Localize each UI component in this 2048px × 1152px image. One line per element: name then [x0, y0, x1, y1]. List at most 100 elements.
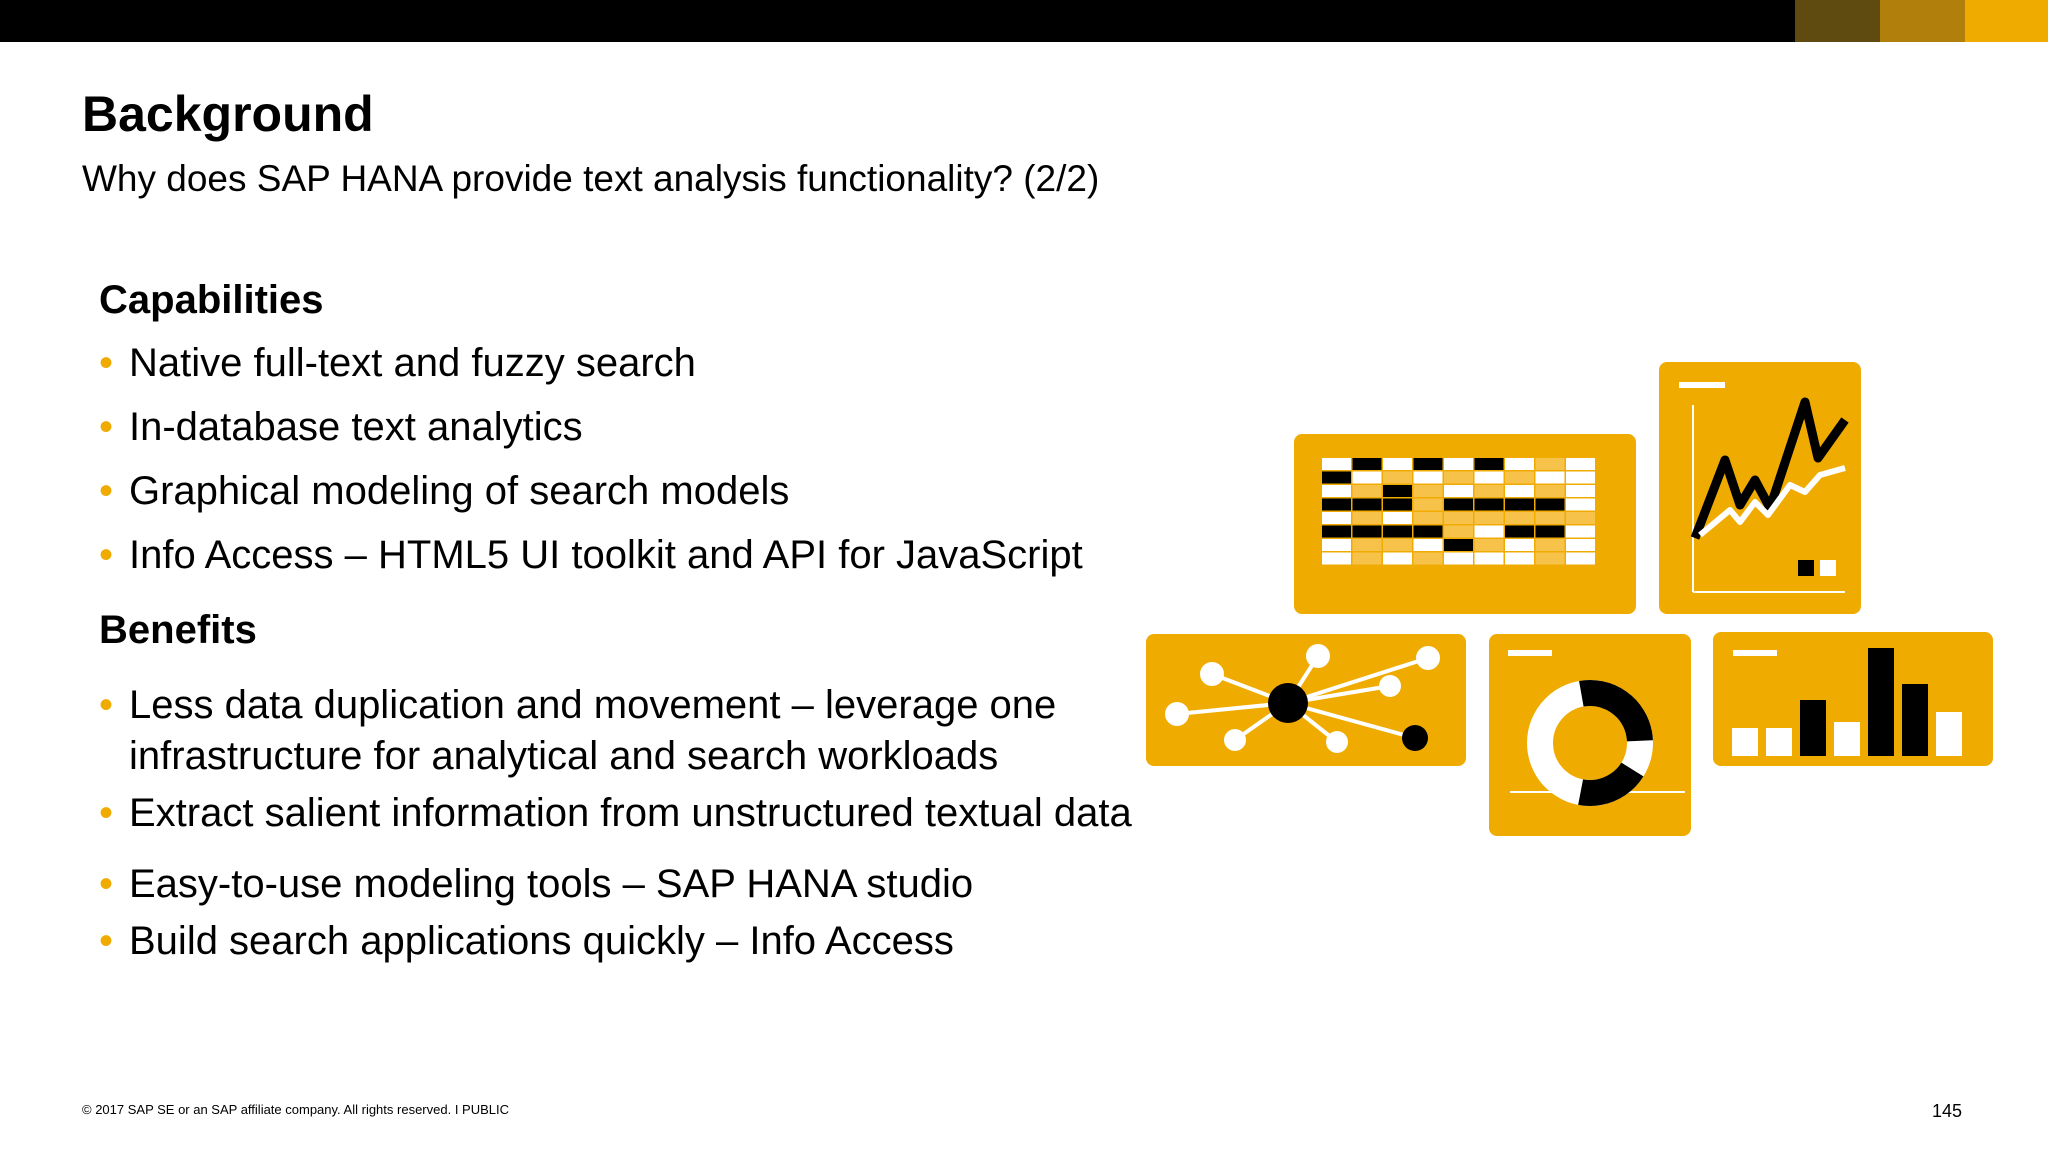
capabilities-heading: Capabilities	[99, 278, 324, 322]
grid-cell	[1322, 552, 1351, 565]
grid-cell	[1535, 512, 1565, 524]
grid-cell	[1322, 458, 1351, 470]
grid-cell	[1383, 485, 1412, 497]
grid-cell	[1413, 525, 1443, 538]
grid-cell	[1535, 552, 1565, 565]
bullet-icon: •	[99, 341, 114, 385]
grid-cell	[1474, 512, 1504, 524]
grid-cell	[1505, 458, 1534, 470]
grid-cell	[1566, 485, 1595, 497]
bar-shape	[1732, 728, 1758, 756]
grid-cell	[1505, 552, 1534, 565]
grid-cell	[1444, 471, 1473, 484]
grid-cell	[1566, 539, 1595, 551]
analytics-illustration	[1146, 362, 1993, 836]
grid-cell	[1352, 485, 1382, 497]
grid-cell	[1322, 539, 1351, 551]
grid-cell	[1444, 552, 1473, 565]
bar-shape	[1834, 722, 1860, 756]
grid-cell	[1566, 471, 1595, 484]
grid-cell	[1566, 552, 1595, 565]
top-brand-bar	[0, 0, 2048, 42]
line-chart-icon	[1659, 362, 1861, 614]
grid-cell	[1352, 458, 1382, 470]
grid-cell	[1505, 539, 1534, 551]
grid-cell	[1322, 512, 1351, 524]
grid-cell	[1474, 485, 1504, 497]
bullet-icon: •	[99, 919, 114, 963]
grid-cell	[1505, 471, 1534, 484]
brand-bar-segment-mid	[1880, 0, 1965, 42]
grid-cell	[1444, 525, 1473, 538]
grid-cell	[1474, 471, 1504, 484]
grid-cell	[1383, 458, 1412, 470]
bullet-icon: •	[99, 791, 114, 835]
grid-cell	[1383, 471, 1412, 484]
grid-cell	[1322, 471, 1351, 484]
capability-item: •Native full-text and fuzzy search	[99, 338, 696, 389]
grid-cell	[1322, 525, 1351, 538]
benefits-heading: Benefits	[99, 608, 257, 652]
capability-item: •Info Access – HTML5 UI toolkit and API …	[99, 530, 1083, 581]
grid-cell	[1566, 458, 1595, 470]
grid-cell	[1505, 525, 1534, 538]
grid-cell	[1413, 485, 1443, 497]
grid-cell	[1474, 525, 1504, 538]
grid-cell	[1352, 512, 1382, 524]
slide-subtitle: Why does SAP HANA provide text analysis …	[82, 158, 1100, 199]
grid-cell	[1535, 471, 1565, 484]
grid-cell	[1566, 498, 1595, 511]
grid-cell	[1383, 552, 1412, 565]
grid-cell	[1444, 485, 1473, 497]
grid-cell	[1535, 525, 1565, 538]
grid-cell	[1505, 498, 1534, 511]
grid-cell	[1444, 512, 1473, 524]
brand-bar-segment-gold	[1965, 0, 2048, 42]
grid-cell	[1535, 485, 1565, 497]
grid-cell	[1352, 552, 1382, 565]
bar-shape	[1868, 648, 1894, 756]
grid-cell	[1444, 458, 1473, 470]
grid-cell	[1505, 512, 1534, 524]
grid-cell	[1474, 458, 1504, 470]
grid-cell	[1444, 539, 1473, 551]
grid-cell	[1413, 539, 1443, 551]
bullet-icon: •	[99, 862, 114, 906]
page-number: 145	[1932, 1101, 1963, 1121]
bullet-icon: •	[99, 405, 114, 449]
bar-shape	[1902, 684, 1928, 756]
grid-cell	[1383, 525, 1412, 538]
capability-item: •Graphical modeling of search models	[99, 466, 789, 517]
grid-cell	[1474, 498, 1504, 511]
grid-cell	[1505, 485, 1534, 497]
grid-cell	[1413, 552, 1443, 565]
grid-cell	[1566, 512, 1595, 524]
table-grid-icon	[1294, 434, 1636, 614]
grid-cell	[1566, 525, 1595, 538]
grid-cell	[1413, 471, 1443, 484]
grid-cell	[1352, 498, 1382, 511]
grid-cell	[1413, 498, 1443, 511]
grid-cell	[1474, 539, 1504, 551]
benefit-item: •Build search applications quickly – Inf…	[99, 916, 954, 967]
grid-cell	[1535, 539, 1565, 551]
network-graph-icon	[1146, 634, 1466, 766]
capability-item: •In-database text analytics	[99, 402, 583, 453]
bar-chart-icon	[1713, 632, 1993, 766]
grid-cell	[1352, 471, 1382, 484]
grid-cell	[1413, 512, 1443, 524]
grid-cell	[1535, 498, 1565, 511]
donut-chart-icon	[1489, 634, 1691, 836]
bar-shape	[1936, 712, 1962, 756]
bullet-icon: •	[99, 469, 114, 513]
grid-cell	[1383, 512, 1412, 524]
grid-cell	[1413, 458, 1443, 470]
grid-cell	[1352, 525, 1382, 538]
grid-cell	[1383, 498, 1412, 511]
grid-cell	[1474, 552, 1504, 565]
bar-shape	[1766, 728, 1792, 756]
brand-bar-segment-dark	[1795, 0, 1880, 42]
slide-title: Background	[82, 86, 374, 142]
grid-cell	[1322, 485, 1351, 497]
bar-shape	[1800, 700, 1826, 756]
